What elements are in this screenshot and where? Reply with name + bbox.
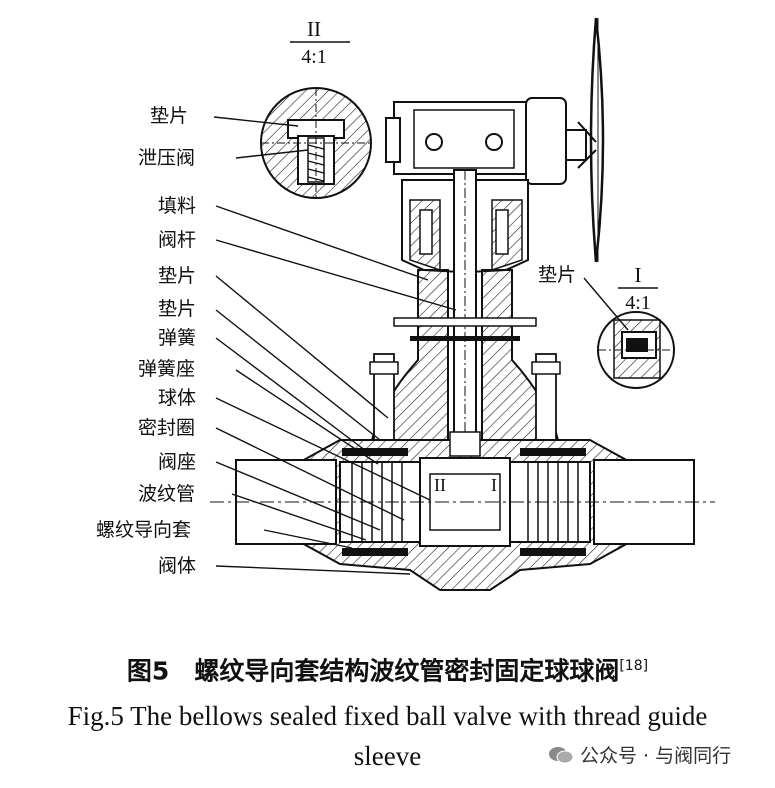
- caption-cn: 图5 螺纹导向套结构波纹管密封固定球球阀[18]: [0, 650, 775, 687]
- label-body: 阀体: [158, 555, 197, 577]
- yoke: [401, 179, 529, 274]
- detail-i-numeral: I: [634, 263, 642, 287]
- label-bellows: 波纹管: [138, 483, 196, 505]
- section-mark-ii: II: [434, 475, 446, 495]
- bonnet: [370, 169, 560, 450]
- label-seat: 阀座: [158, 451, 197, 473]
- label-seal-ring: 密封圈: [138, 417, 196, 439]
- caption-ref: [18]: [619, 658, 649, 674]
- label-gasket-right: 垫片: [538, 264, 577, 286]
- caption-en: Fig.5 The bellows sealed fixed ball valv…: [0, 696, 775, 776]
- detail-ii-numeral: II: [307, 17, 321, 41]
- label-gasket-1: 垫片: [150, 105, 189, 127]
- detail-i: [597, 287, 675, 389]
- caption-cn-text: 图5 螺纹导向套结构波纹管密封固定球球阀: [126, 656, 620, 686]
- label-ball: 球体: [158, 387, 197, 409]
- label-gasket-2: 垫片: [158, 265, 197, 287]
- detail-i-scale: 4:1: [625, 292, 651, 314]
- detail-ii-scale: 4:1: [301, 46, 327, 68]
- label-gasket-3: 垫片: [158, 298, 197, 320]
- leader-lines: [213, 116, 629, 575]
- label-relief-valve: 泄压阀: [138, 147, 196, 169]
- watermark-text: 公众号 · 与阀同行: [580, 745, 732, 767]
- section-mark-i: I: [491, 475, 497, 495]
- handwheel: [555, 17, 605, 263]
- detail-ii: [260, 41, 372, 199]
- label-spring: 弹簧: [158, 327, 197, 349]
- body-bolts: [369, 353, 561, 441]
- label-spring-seat: 弹簧座: [138, 358, 196, 380]
- wechat-icon: [549, 746, 574, 763]
- caption-en-line2: sleeve: [353, 741, 422, 771]
- gearbox: [385, 97, 567, 185]
- label-stem: 阀杆: [158, 229, 197, 251]
- caption-en-line1: Fig.5 The bellows sealed fixed ball valv…: [67, 701, 708, 731]
- watermark: 公众号 · 与阀同行: [548, 741, 731, 768]
- valve-diagram: [210, 17, 715, 591]
- valve-body: [210, 431, 715, 591]
- label-packing: 填料: [158, 195, 197, 217]
- label-thread-guide-sleeve: 螺纹导向套: [96, 519, 192, 541]
